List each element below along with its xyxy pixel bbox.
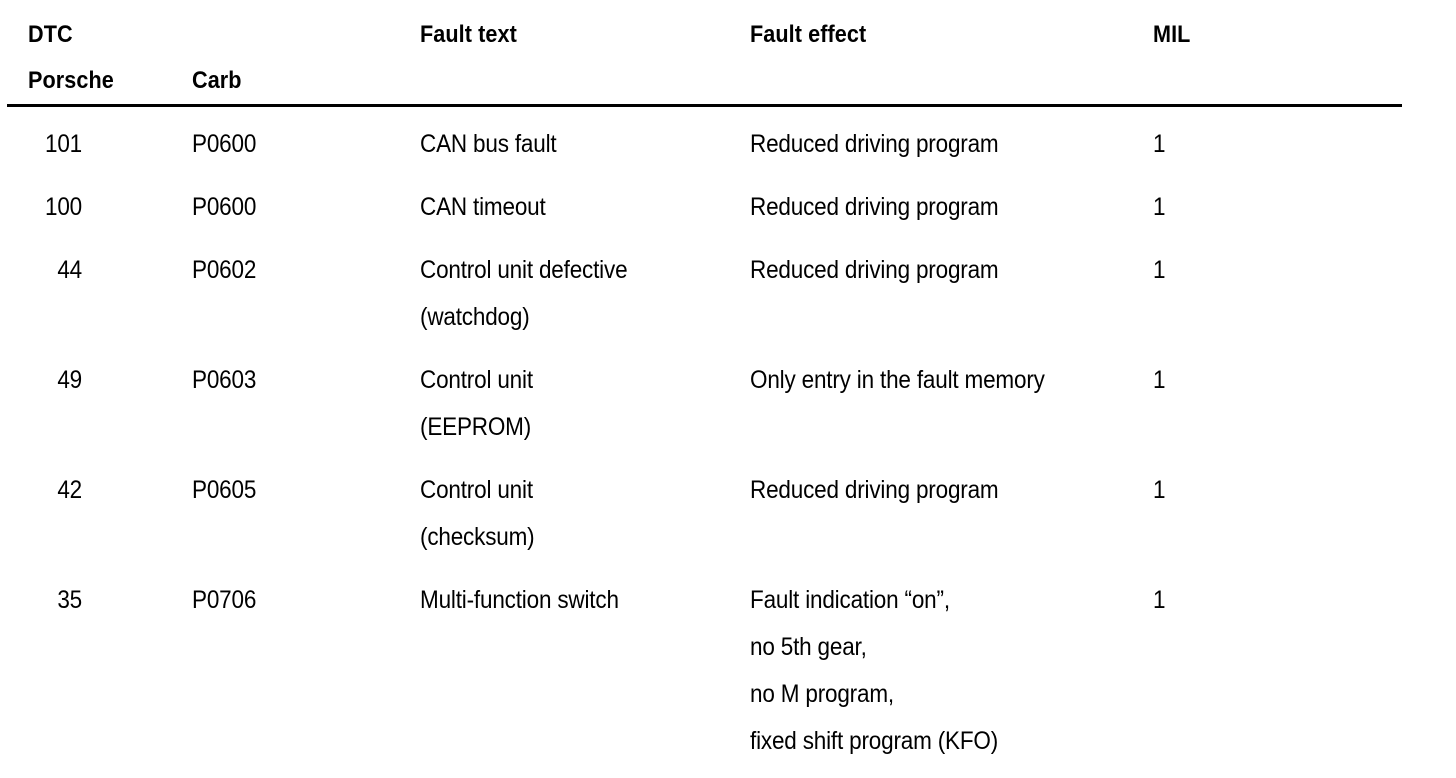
cell-fault-effect-line: no M program, [750, 680, 894, 708]
cell-fault-effect-line: Fault indication “on”, [750, 586, 950, 614]
cell-mil: 1 [1153, 366, 1166, 394]
cell-fault-text-line: CAN bus fault [420, 130, 557, 158]
cell-carb: P0605 [192, 476, 257, 504]
cell-fault-effect-line: Reduced driving program [750, 476, 999, 504]
cell-fault-text-line: Control unit defective [420, 256, 628, 284]
cell-mil: 1 [1153, 586, 1166, 614]
cell-dtc-porsche: 44 [57, 256, 82, 284]
column-header-fault-effect: Fault effect [750, 21, 867, 48]
cell-mil: 1 [1153, 130, 1166, 158]
cell-carb: P0603 [192, 366, 257, 394]
cell-carb: P0706 [192, 586, 257, 614]
cell-fault-text-line: (EEPROM) [420, 413, 532, 441]
cell-fault-effect-line: Reduced driving program [750, 130, 999, 158]
cell-fault-text-line: (checksum) [420, 523, 535, 551]
cell-dtc-porsche: 100 [44, 193, 82, 221]
cell-dtc-porsche: 42 [57, 476, 82, 504]
cell-dtc-porsche: 101 [44, 130, 82, 158]
cell-carb: P0600 [192, 193, 257, 221]
header-separator-rule [7, 104, 1402, 107]
column-header-dtc-group: DTC [28, 21, 73, 48]
column-header-carb: Carb [192, 67, 242, 94]
cell-carb: P0600 [192, 130, 257, 158]
cell-fault-text-line: Multi-function switch [420, 586, 619, 614]
cell-dtc-porsche: 49 [57, 366, 82, 394]
cell-mil: 1 [1153, 256, 1166, 284]
cell-fault-text-line: (watchdog) [420, 303, 530, 331]
column-header-porsche: Porsche [28, 67, 114, 94]
cell-fault-effect-line: Only entry in the fault memory [750, 366, 1045, 394]
column-header-fault-text: Fault text [420, 21, 517, 48]
cell-fault-text-line: Control unit [420, 476, 533, 504]
cell-dtc-porsche: 35 [57, 586, 82, 614]
cell-fault-effect-line: Reduced driving program [750, 193, 999, 221]
column-header-mil: MIL [1153, 21, 1191, 48]
cell-fault-effect-line: Reduced driving program [750, 256, 999, 284]
cell-fault-effect-line: no 5th gear, [750, 633, 867, 661]
cell-mil: 1 [1153, 476, 1166, 504]
cell-fault-effect-line: fixed shift program (KFO) [750, 727, 999, 755]
cell-mil: 1 [1153, 193, 1166, 221]
cell-fault-text-line: CAN timeout [420, 193, 546, 221]
cell-fault-text-line: Control unit [420, 366, 533, 394]
cell-carb: P0602 [192, 256, 257, 284]
